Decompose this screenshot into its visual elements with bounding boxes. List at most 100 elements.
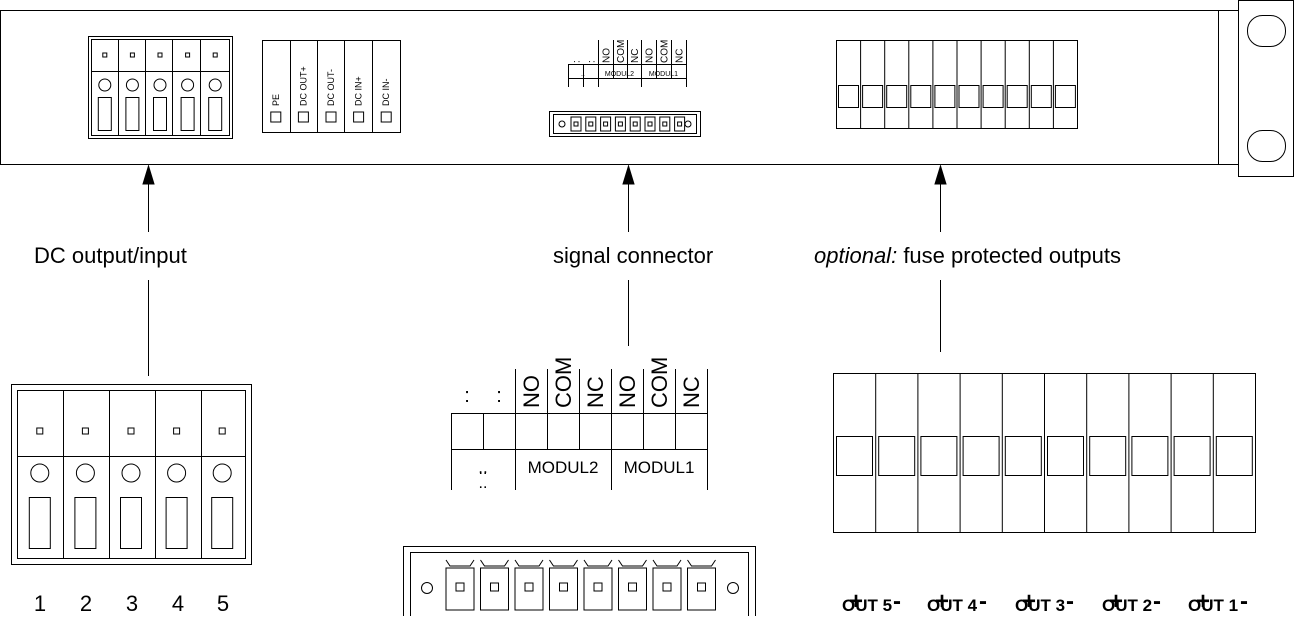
terminal-slot [211, 497, 234, 549]
panel-signal-contact-label: NC [630, 49, 641, 63]
fuse-holder [1030, 85, 1052, 108]
signal-contact-label: NC [679, 376, 704, 408]
signal-contact-label: : [464, 385, 470, 407]
signal-contact-table [451, 369, 708, 490]
signal-contact-label: COM [551, 357, 576, 408]
terminal-slot [120, 497, 142, 549]
mounting-hole-bottom [1247, 130, 1286, 162]
fuse-holder [1131, 436, 1169, 476]
panel-signal-contact-label: : [572, 60, 583, 63]
plug-pin-hole-icon [490, 582, 499, 592]
plug-pin [585, 116, 597, 132]
panel-signal-plug [549, 111, 701, 137]
polarity-plus: + [1021, 588, 1036, 615]
terminal-number: 3 [125, 591, 139, 616]
terminal-slot [180, 97, 195, 131]
panel-terminal-label: DC IN- [381, 79, 391, 107]
panel-dc-labels: PE DC OUT+ DC OUT- DC IN+ DC IN- [271, 66, 391, 106]
fuse-holder [910, 85, 932, 108]
plug-pin [618, 567, 647, 611]
polarity-minus: - [1153, 588, 1161, 615]
signal-dots: .. [479, 475, 488, 492]
fuse-block-large [833, 373, 1256, 533]
dc-terminal-block-large [11, 384, 252, 565]
terminal-led-icon [81, 427, 89, 435]
panel-terminal-label: PE [271, 94, 281, 106]
fuse-holder [838, 85, 859, 108]
plug-latch [514, 559, 544, 567]
terminal-screw-icon [98, 78, 112, 92]
terminal-led-icon [173, 427, 181, 435]
terminal-screw-icon [212, 463, 232, 483]
arrow-dc [142, 164, 155, 376]
plug-latch [480, 559, 509, 567]
panel-terminal-label: DC OUT+ [298, 66, 308, 106]
fuse-holder [1089, 436, 1127, 476]
plug-pin-hole-icon [603, 121, 609, 127]
terminal-screw-icon [75, 463, 95, 483]
panel-terminal-label: DC OUT- [326, 69, 336, 106]
plug-pin [600, 116, 612, 132]
terminal-led-icon [212, 52, 218, 58]
panel-terminal-label: DC IN+ [354, 76, 364, 106]
fuse-holder [1054, 85, 1076, 108]
terminal-led-icon [36, 427, 44, 435]
arrow-fuse [934, 164, 947, 352]
terminal-screw-icon [125, 78, 139, 92]
label-fuse-text: fuse protected outputs [903, 243, 1122, 268]
panel-signal-group-label: .. [581, 71, 585, 78]
fuse-holder [1006, 85, 1028, 108]
rack-ear [1218, 10, 1239, 165]
plug-pin-hole-icon [593, 582, 603, 592]
fuse-holder [958, 85, 980, 108]
panel-signal-group-label: MODUL2 [605, 71, 634, 78]
plug-pin-hole-icon [455, 582, 465, 592]
fuse-holder [836, 436, 873, 476]
fuse-holder [886, 85, 908, 108]
plug-pin [644, 116, 656, 132]
polarity-plus: + [1108, 588, 1123, 615]
signal-group-label: .. [478, 458, 487, 477]
plug-latch [583, 559, 613, 567]
plug-latch [549, 559, 578, 567]
fuse-holder [962, 436, 1000, 476]
plug-pin [514, 567, 544, 611]
plug-latch [618, 559, 647, 567]
signal-group-label: MODUL1 [624, 458, 695, 477]
plug-pin-hole-icon [617, 121, 623, 127]
label-signal-connector: signal connector [553, 243, 714, 268]
plug-pin [652, 567, 682, 611]
panel-dc-terminal-block [88, 36, 233, 139]
fuse-holder [862, 85, 884, 108]
panel-signal-block [568, 40, 687, 87]
panel-signal-contact-label: NC [675, 49, 686, 63]
polarity-plus: + [1195, 588, 1210, 615]
fuse-holder [982, 85, 1004, 108]
panel-fuse-block [836, 40, 1078, 129]
terminal-screw-icon [181, 78, 195, 92]
plug-pin [583, 567, 613, 611]
signal-dots: .. [479, 461, 488, 478]
panel-signal-contact-label: NO [602, 48, 613, 63]
plug-pin-hole-icon [588, 121, 594, 127]
mounting-hole-top [1247, 15, 1286, 47]
plug-pin-hole-icon [647, 121, 653, 127]
plug-pin-hole-icon [559, 582, 568, 592]
terminal-marker [325, 111, 337, 123]
fuse-holder [920, 436, 958, 476]
fuse-output-label: OUT 4 [926, 596, 978, 615]
plug-pin-hole-icon [573, 121, 579, 127]
terminal-slot [208, 97, 223, 131]
fuse-holder [1004, 436, 1042, 476]
plug-latch [652, 559, 682, 567]
polarity-minus: - [1240, 588, 1248, 615]
fuse-output-label: OUT 2 [1101, 596, 1153, 615]
signal-plug-large [403, 546, 756, 616]
plug-pin [480, 567, 509, 611]
signal-contact-label: NO [615, 375, 640, 408]
panel-signal-contact-label: : [587, 60, 598, 63]
signal-contact-label: : [496, 385, 502, 407]
panel-signal-contact-label: COM [616, 40, 627, 63]
